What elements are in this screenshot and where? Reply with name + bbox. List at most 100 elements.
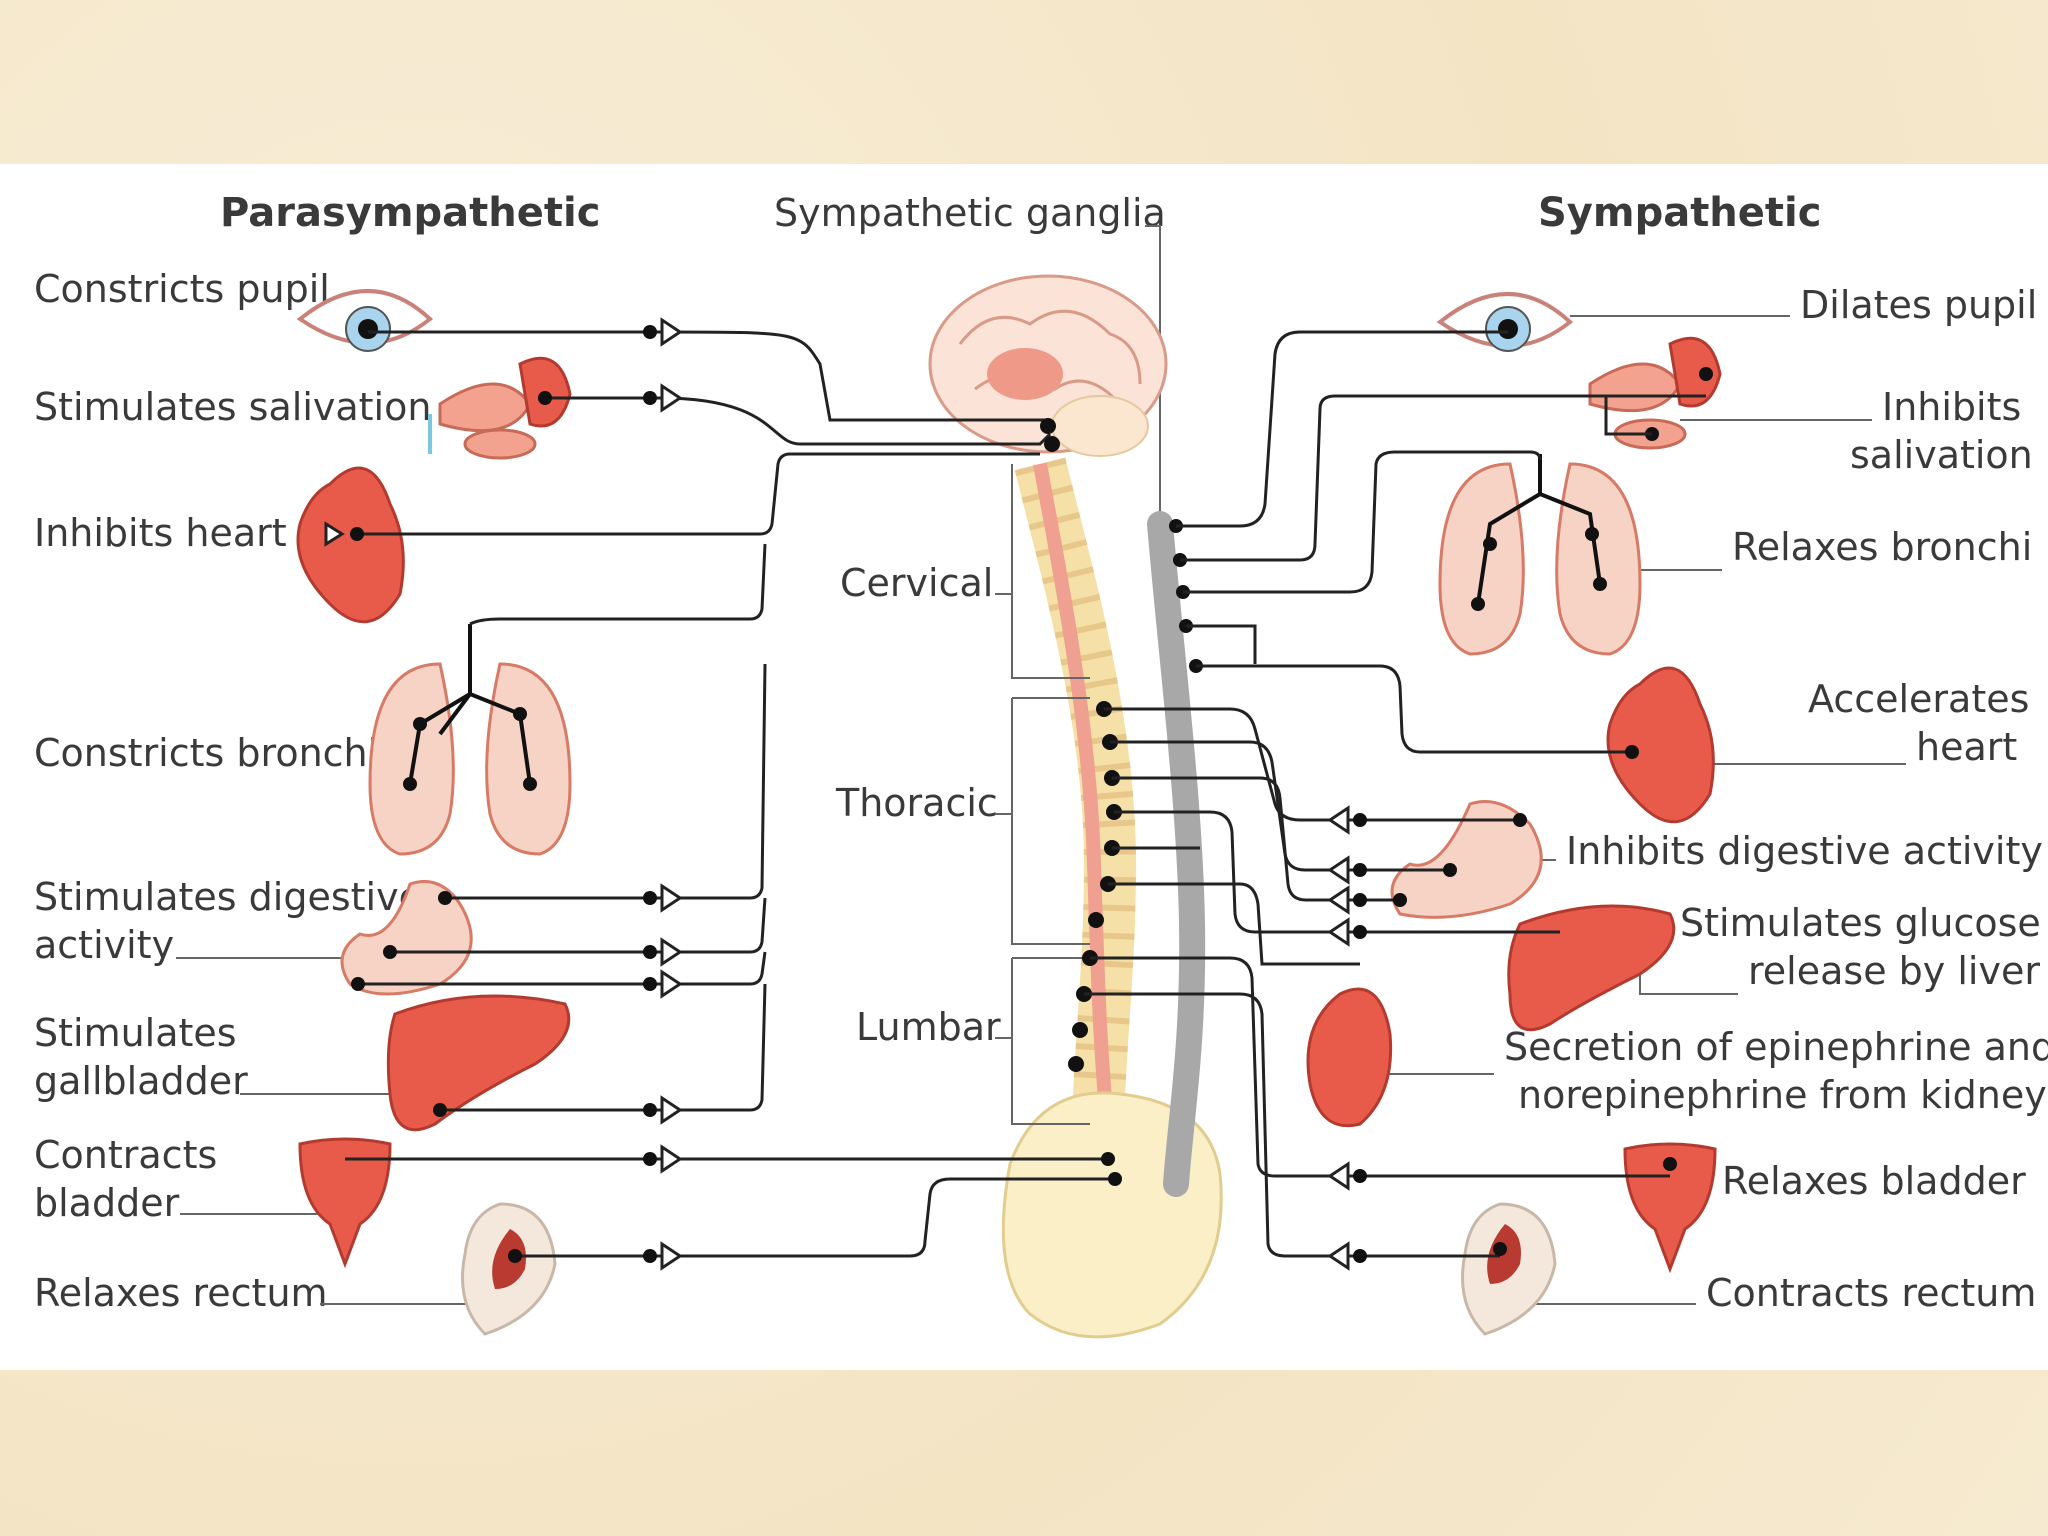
- ganglion-marker: [1327, 1241, 1350, 1271]
- label-heart: heart: [1916, 725, 2017, 769]
- label-inhibits: Inhibits: [1882, 385, 2021, 429]
- wire-kidney-sym: [1108, 846, 1360, 966]
- organ-node: [438, 891, 452, 905]
- wire-intestine-sym: [1110, 740, 1450, 872]
- wire-liver-sym: [1114, 810, 1560, 934]
- label-constricts-pupil: Constricts pupil: [34, 267, 330, 311]
- ganglion-node: [1353, 813, 1367, 827]
- ganglion-marker: [660, 937, 683, 967]
- sympathetic-ganglia-chain: [1147, 511, 1206, 1197]
- liver-right-icon: [1507, 904, 1676, 1032]
- bladder-left-icon: [298, 1137, 392, 1269]
- label-bladder: bladder: [34, 1181, 180, 1225]
- ganglion-marker: [1327, 805, 1350, 835]
- label-norepinephrine-kidney: norepinephrine from kidney: [1518, 1073, 2047, 1117]
- label-constricts-bronchi: Constricts bronchi: [34, 731, 378, 775]
- brain-illustration: [928, 274, 1168, 457]
- ganglion-node: [643, 891, 657, 905]
- label-secretion-of-epinephrine: Secretion of epinephrine and: [1504, 1025, 2048, 1069]
- wire-rectum-para: [515, 1177, 1115, 1258]
- label-accelerates: Accelerates: [1808, 677, 2029, 721]
- wire-salivation-sym: [1180, 394, 1706, 562]
- wire-rectum-sym: [1084, 992, 1500, 1258]
- cervical-bracket: [995, 464, 1090, 679]
- spine-node: [1108, 1172, 1122, 1186]
- ganglion-marker: [660, 1144, 683, 1174]
- ganglion-node: [643, 391, 657, 405]
- brainstem-node: [1040, 418, 1056, 434]
- organ-node: [383, 945, 397, 959]
- wire-pancreas-para: [358, 951, 767, 986]
- kidney-right-icon: [1306, 987, 1393, 1128]
- ganglion-marker: [324, 521, 345, 547]
- wire-salivation-branch: [1604, 396, 1652, 436]
- thoracic-bracket: [995, 697, 1090, 945]
- wire-heart-sym-2: [1186, 624, 1257, 664]
- organ-node: [1493, 1242, 1507, 1256]
- label-activity: activity: [34, 923, 174, 967]
- sympathetic-ganglia-label: Sympathetic ganglia: [774, 191, 1166, 235]
- label-stimulates-salivation: Stimulates salivation: [34, 385, 431, 429]
- ganglion-node: [1353, 925, 1367, 939]
- wire-pupil-sym: [1176, 330, 1508, 528]
- ganglion-node: [1353, 893, 1367, 907]
- sympathetic-heading: Sympathetic: [1538, 190, 1821, 236]
- ganglion-marker: [1327, 885, 1350, 915]
- ganglion-marker: [1327, 917, 1350, 947]
- wire-pancreas-sym: [1112, 776, 1400, 902]
- stomach-left-icon: [340, 880, 473, 996]
- heart-right-icon: [1606, 666, 1715, 824]
- wire-bronchi-para: [469, 543, 767, 626]
- wire-gallbladder-para: [440, 983, 767, 1112]
- lumbar-label: Lumbar: [856, 1005, 1001, 1049]
- wire-stomach-sym: [1104, 707, 1520, 822]
- ganglion-node: [1353, 1169, 1367, 1183]
- ganglion-marker: [660, 1241, 683, 1271]
- eye-right-icon: [1436, 292, 1574, 352]
- rectum-right-icon: [1461, 1202, 1557, 1336]
- wire-heart-para: [355, 452, 1040, 536]
- wire-salivation-para: [545, 396, 1052, 446]
- ganglion-node: [643, 1103, 657, 1117]
- ganglion-node: [1353, 1249, 1367, 1263]
- label-relaxes-rectum: Relaxes rectum: [34, 1271, 328, 1315]
- organ-node: [538, 391, 552, 405]
- ganglion-marker: [660, 317, 683, 347]
- organ-node: [508, 1249, 522, 1263]
- organ-node: [1625, 745, 1639, 759]
- cervical-label: Cervical: [840, 561, 993, 605]
- label-stimulates-digestive: Stimulates digestive: [34, 875, 422, 919]
- label-stimulates-glucose: Stimulates glucose: [1680, 901, 2041, 945]
- wire-pupil-para: [368, 330, 1050, 422]
- ganglion-node: [643, 945, 657, 959]
- wire-heart-sym: [1196, 664, 1632, 754]
- ganglion-marker: [660, 383, 683, 413]
- ganglion-node: [643, 1152, 657, 1166]
- brainstem-node: [1044, 436, 1060, 452]
- label-gallbladder: gallbladder: [34, 1059, 248, 1103]
- ganglion-marker: [1327, 855, 1350, 885]
- label-inhibits-digestive: Inhibits digestive activity: [1566, 829, 2043, 873]
- heart-left-icon: [296, 466, 405, 624]
- ganglion-marker: [660, 1095, 683, 1125]
- diagram-panel: Parasympathetic Sympathetic Sympathetic …: [0, 164, 2048, 1370]
- organ-node: [1513, 813, 1527, 827]
- spinal-cord: [1033, 462, 1119, 1175]
- wire-bladder-sym: [1090, 956, 1670, 1178]
- liver-left-icon: [386, 994, 571, 1132]
- wire-intestine-para: [390, 897, 767, 954]
- eye-left-icon: [296, 289, 434, 352]
- spine-node: [1101, 1152, 1115, 1166]
- stomach-right-icon: [1390, 800, 1543, 919]
- wire-bronchi-sym: [1183, 450, 1542, 594]
- ganglion-node: [643, 1249, 657, 1263]
- salivary-gland-left-icon: [428, 356, 572, 460]
- label-relaxes-bladder: Relaxes bladder: [1722, 1159, 2026, 1203]
- label-dilates-pupil: Dilates pupil: [1800, 283, 2037, 327]
- organ-node: [1443, 863, 1457, 877]
- ganglion-node: [643, 977, 657, 991]
- organ-node: [1699, 367, 1713, 381]
- lungs-right-icon: [1438, 454, 1642, 656]
- ganglion-node: [643, 325, 657, 339]
- label-contracts-rectum: Contracts rectum: [1706, 1271, 2036, 1315]
